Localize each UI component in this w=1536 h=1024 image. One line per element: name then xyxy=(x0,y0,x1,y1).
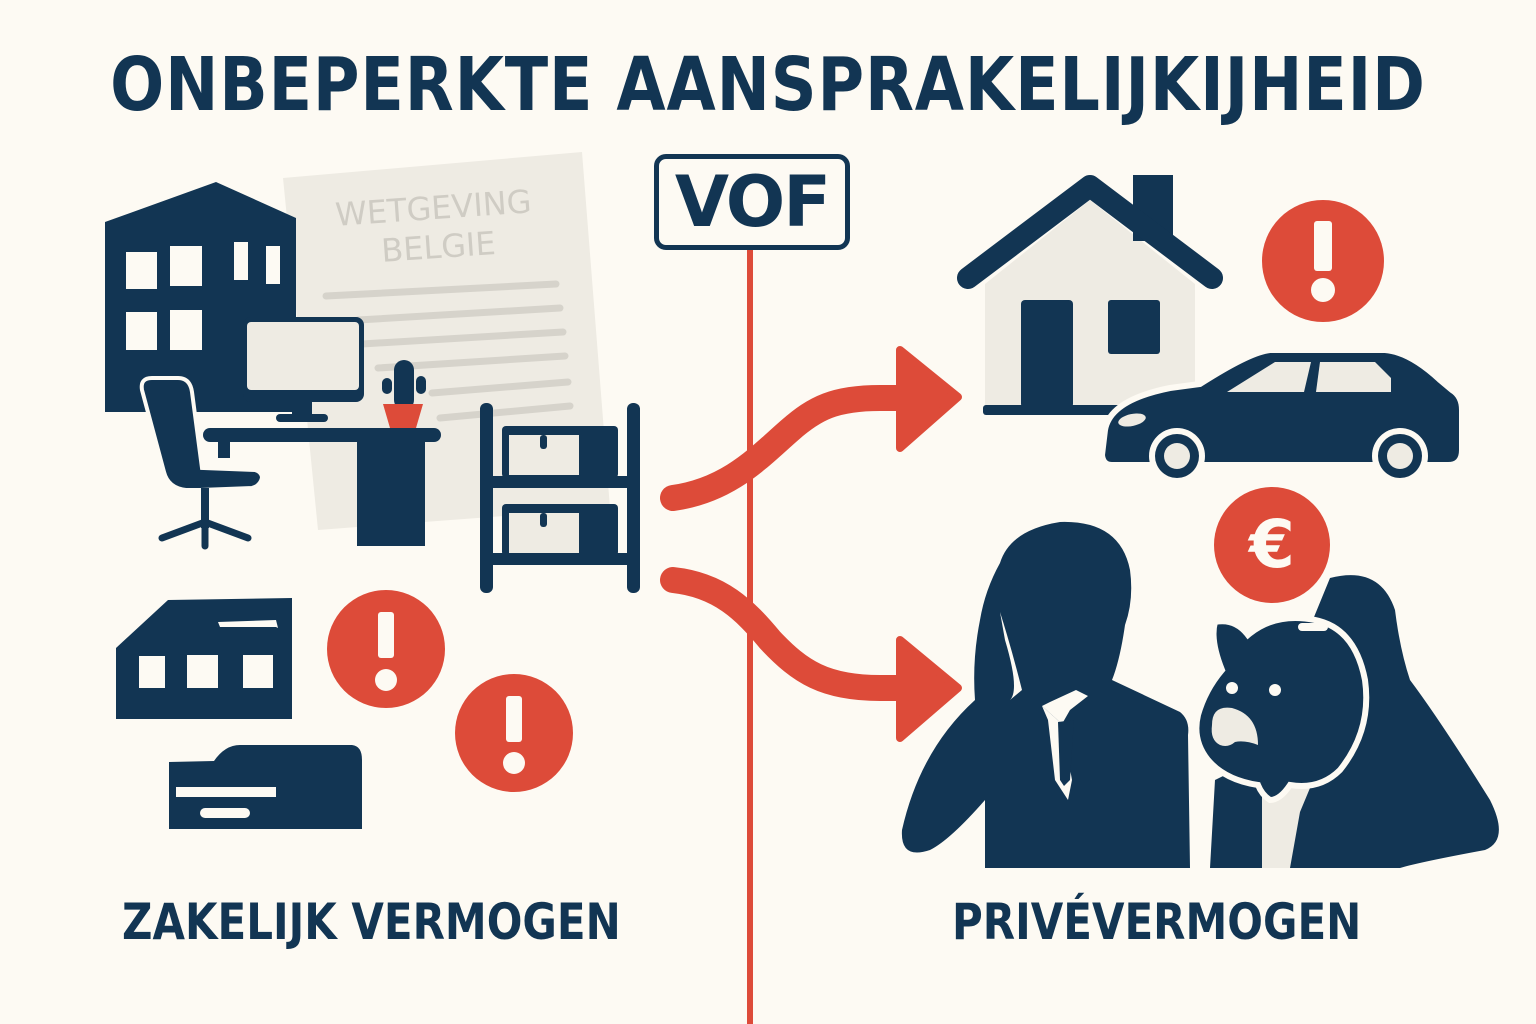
car-icon xyxy=(1098,347,1465,484)
computer-monitor-icon xyxy=(243,317,364,422)
alert-badge-icon xyxy=(455,674,573,792)
office-desk-icon xyxy=(203,428,441,546)
alert-badge-icon xyxy=(1262,200,1384,322)
liability-arrow-lower-icon xyxy=(660,567,962,742)
euro-coin-icon xyxy=(1214,487,1330,603)
business-assets-label: ZAKELIJK VERMOGEN xyxy=(122,893,621,951)
office-chair-icon xyxy=(139,376,265,550)
alert-badge-icon xyxy=(327,590,445,708)
liability-arrow-upper-icon xyxy=(660,346,962,511)
storage-shelf-icon xyxy=(480,403,640,593)
folder-icon xyxy=(169,745,362,829)
vof-label: VOF xyxy=(674,161,831,243)
euro-symbol: € xyxy=(1249,506,1295,583)
warehouse-icon xyxy=(116,598,292,719)
cactus-plant-icon xyxy=(382,360,426,428)
document-title-line2: BELGIE xyxy=(380,224,497,270)
worried-man-icon xyxy=(901,521,1190,868)
separator-pole xyxy=(747,250,753,1024)
page-title: ONBEPERKTE AANSPRAKELIJKIJHEID xyxy=(110,42,1426,128)
house-icon xyxy=(957,175,1223,415)
piggy-bank-icon xyxy=(1193,614,1370,804)
private-assets-label: PRIVÉVERMOGEN xyxy=(952,893,1362,951)
vof-sign: VOF xyxy=(654,154,850,250)
